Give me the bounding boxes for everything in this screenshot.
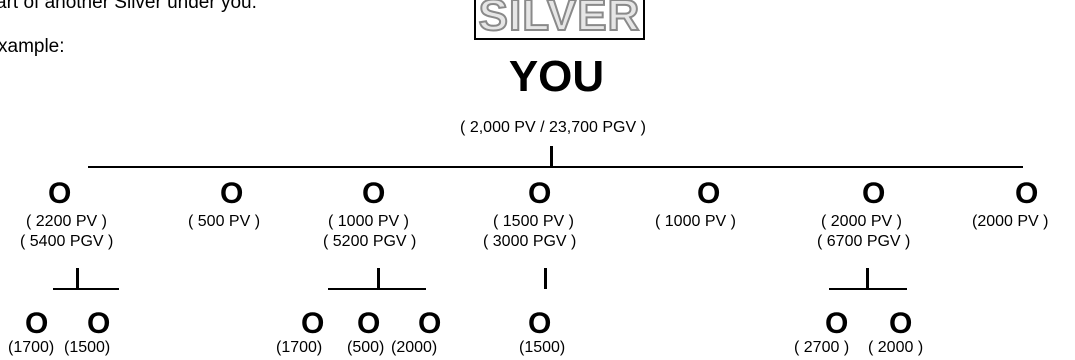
level1-node-7-pv: (2000 PV ) — [972, 213, 1049, 230]
level2-node-5-value: (2000) — [391, 339, 438, 356]
level2-node-1: O — [25, 307, 49, 340]
level1-node-2: O — [220, 177, 244, 210]
level2-node-2-value: (1500) — [64, 339, 111, 356]
level2-node-5: O — [418, 307, 442, 340]
level1-node-1: O — [48, 177, 72, 210]
level2-node-7: O — [825, 307, 849, 340]
branch3-connector-vertical — [377, 268, 380, 289]
level1-node-5: O — [697, 177, 721, 210]
level2-node-6-value: (1500) — [519, 339, 566, 356]
level2-node-4-value: (500) — [347, 339, 385, 356]
level1-node-6: O — [862, 177, 886, 210]
level2-node-1-value: (1700) — [8, 339, 55, 356]
level1-node-1-pv: ( 2200 PV ) — [26, 213, 107, 230]
branch6-connector-horizontal — [829, 288, 907, 290]
intro-text-line2: xample: — [0, 36, 65, 57]
level1-node-1-pgv: ( 5400 PGV ) — [20, 233, 114, 250]
root-volume-summary: ( 2,000 PV / 23,700 PGV ) — [460, 119, 646, 136]
level2-node-4: O — [357, 307, 381, 340]
level2-node-8: O — [889, 307, 913, 340]
branch6-connector-vertical — [866, 268, 869, 289]
branch4-connector-vertical — [544, 268, 547, 289]
level1-node-2-pv: ( 500 PV ) — [188, 213, 261, 230]
level2-node-2: O — [87, 307, 111, 340]
silver-rank-badge: SILVER — [474, 0, 645, 41]
branch1-connector-vertical — [76, 268, 79, 289]
level1-node-3: O — [362, 177, 386, 210]
level1-node-6-pgv: ( 6700 PGV ) — [817, 233, 911, 250]
root-connector-horizontal — [88, 166, 1023, 168]
level2-node-7-value: ( 2700 ) — [794, 339, 850, 356]
level2-node-8-value: ( 2000 ) — [868, 339, 924, 356]
level1-node-3-pv: ( 1000 PV ) — [328, 213, 409, 230]
level1-node-3-pgv: ( 5200 PGV ) — [323, 233, 417, 250]
level1-node-7: O — [1015, 177, 1039, 210]
level2-node-6: O — [528, 307, 552, 340]
root-you-label: YOU — [508, 52, 605, 101]
intro-text-line1: art of another Silver under you. — [0, 0, 257, 13]
level1-node-4-pv: ( 1500 PV ) — [493, 213, 574, 230]
root-connector-vertical — [550, 146, 553, 168]
branch3-connector-horizontal — [328, 288, 426, 290]
branch1-connector-horizontal — [53, 288, 119, 290]
level2-node-3: O — [301, 307, 325, 340]
level1-node-6-pv: ( 2000 PV ) — [821, 213, 902, 230]
level2-node-3-value: (1700) — [276, 339, 323, 356]
level1-node-4: O — [528, 177, 552, 210]
level1-node-5-pv: ( 1000 PV ) — [655, 213, 736, 230]
level1-node-4-pgv: ( 3000 PGV ) — [483, 233, 577, 250]
